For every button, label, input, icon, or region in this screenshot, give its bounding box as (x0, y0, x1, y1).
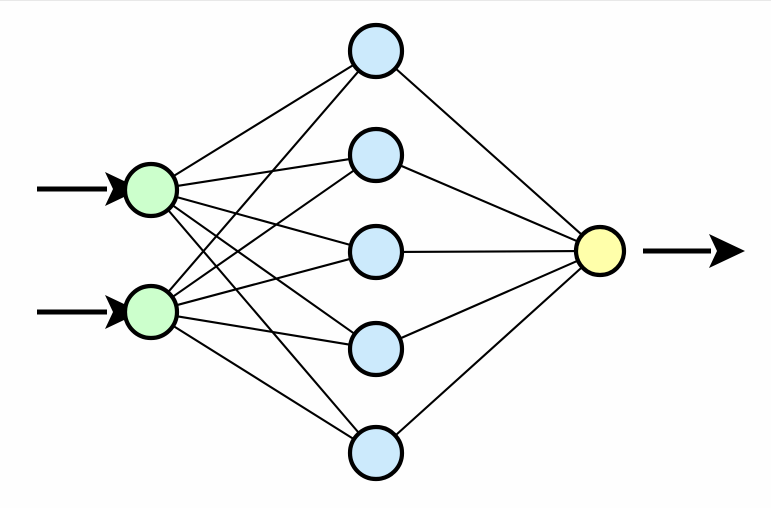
connection-edge (171, 63, 356, 178)
neuron-node-hidden[interactable] (347, 223, 405, 281)
connection-edge (393, 265, 584, 438)
nodes-group (122, 22, 627, 482)
edges-group (166, 63, 584, 441)
connection-edge (166, 68, 361, 295)
connection-edge (174, 315, 353, 346)
connection-edge (170, 168, 357, 299)
arrow-head (709, 234, 745, 268)
connection-edge (166, 207, 361, 436)
connection-edge (397, 163, 580, 243)
neuron-node-input[interactable] (122, 283, 180, 341)
connection-edge (174, 257, 353, 307)
connection-edge (393, 66, 584, 237)
connection-edge (397, 259, 580, 341)
neuron-node-hidden[interactable] (347, 320, 405, 378)
neuron-node-output[interactable] (573, 224, 627, 278)
output-arrow-icon (643, 234, 745, 268)
neuron-node-hidden[interactable] (347, 126, 405, 184)
connection-edge (171, 324, 356, 441)
connection-edge (399, 250, 579, 253)
connection-edge (174, 195, 353, 247)
neuron-node-hidden[interactable] (347, 424, 405, 482)
neuron-node-input[interactable] (122, 161, 180, 219)
connection-edge (170, 203, 357, 336)
neuron-node-hidden[interactable] (347, 22, 405, 80)
connection-edge (174, 157, 353, 188)
